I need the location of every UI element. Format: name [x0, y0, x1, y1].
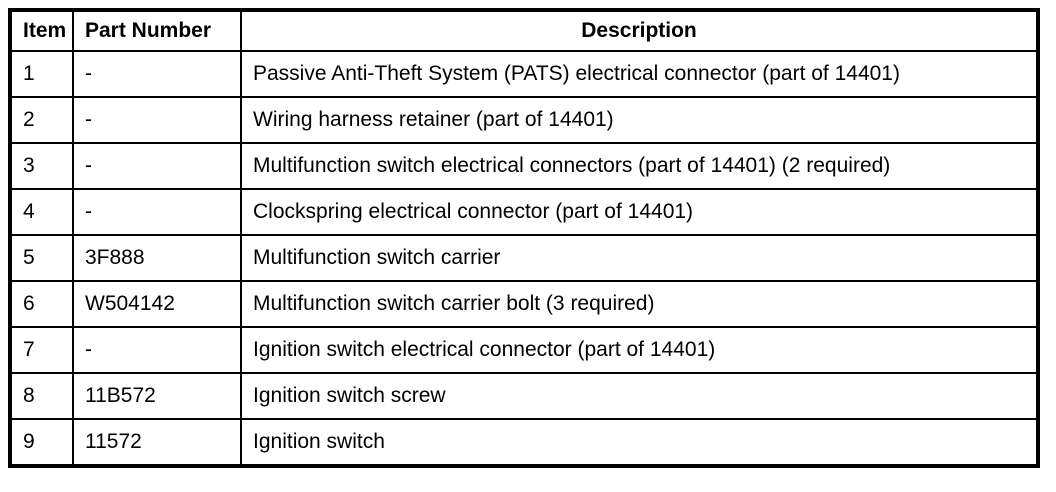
- description-cell: Ignition switch screw: [240, 372, 1039, 420]
- description-cell: Ignition switch electrical connector (pa…: [240, 326, 1039, 374]
- description-cell: Multifunction switch electrical connecto…: [240, 142, 1039, 190]
- part-number-cell: -: [72, 50, 242, 98]
- description-cell: Passive Anti-Theft System (PATS) electri…: [240, 50, 1039, 98]
- item-cell: 3: [9, 142, 74, 190]
- part-number-cell: -: [72, 326, 242, 374]
- description-cell: Wiring harness retainer (part of 14401): [240, 96, 1039, 144]
- part-number-cell: -: [72, 96, 242, 144]
- description-cell: Clockspring electrical connector (part o…: [240, 188, 1039, 236]
- item-cell: 1: [9, 50, 74, 98]
- item-cell: 4: [9, 188, 74, 236]
- description-cell: Multifunction switch carrier: [240, 234, 1039, 282]
- part-number-cell: -: [72, 188, 242, 236]
- part-number-cell: -: [72, 142, 242, 190]
- header-item: Item: [9, 9, 74, 52]
- item-cell: 2: [9, 96, 74, 144]
- description-cell: Ignition switch: [240, 418, 1039, 467]
- table-row: 8 11B572 Ignition switch screw: [9, 372, 1039, 420]
- table-row: 4 - Clockspring electrical connector (pa…: [9, 188, 1039, 236]
- table-row: 2 - Wiring harness retainer (part of 144…: [9, 96, 1039, 144]
- table-row: 7 - Ignition switch electrical connector…: [9, 326, 1039, 374]
- header-part-number: Part Number: [72, 9, 242, 52]
- item-cell: 7: [9, 326, 74, 374]
- table-row: 5 3F888 Multifunction switch carrier: [9, 234, 1039, 282]
- table-row: 6 W504142 Multifunction switch carrier b…: [9, 280, 1039, 328]
- part-number-cell: 11B572: [72, 372, 242, 420]
- description-cell: Multifunction switch carrier bolt (3 req…: [240, 280, 1039, 328]
- table-row: 3 - Multifunction switch electrical conn…: [9, 142, 1039, 190]
- item-cell: 6: [9, 280, 74, 328]
- item-cell: 9: [9, 418, 74, 467]
- parts-table: Item Part Number Description 1 - Passive…: [8, 8, 1040, 468]
- table-row: 9 11572 Ignition switch: [9, 418, 1039, 467]
- table-row: 1 - Passive Anti-Theft System (PATS) ele…: [9, 50, 1039, 98]
- header-description: Description: [240, 9, 1039, 52]
- part-number-cell: 3F888: [72, 234, 242, 282]
- part-number-cell: W504142: [72, 280, 242, 328]
- header-row: Item Part Number Description: [9, 9, 1039, 52]
- item-cell: 8: [9, 372, 74, 420]
- item-cell: 5: [9, 234, 74, 282]
- part-number-cell: 11572: [72, 418, 242, 467]
